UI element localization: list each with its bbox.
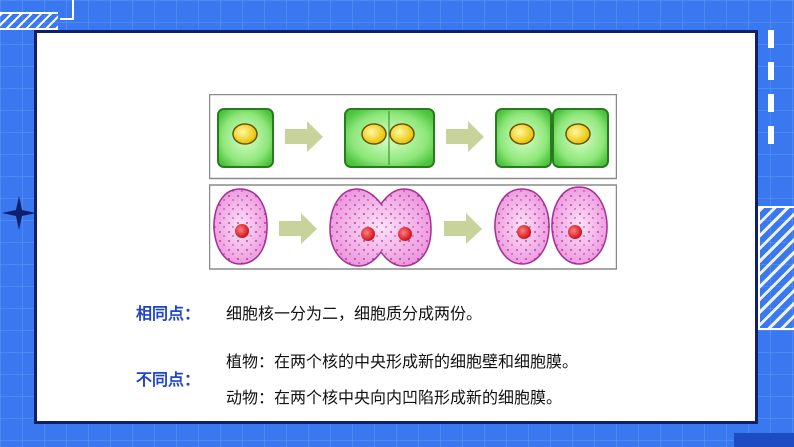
arrow-icon	[285, 121, 323, 152]
decorative-hatched-block	[758, 206, 794, 330]
cell-division-diagram	[209, 94, 617, 270]
plant-cell	[217, 108, 274, 168]
plant-cell-dividing	[344, 108, 435, 168]
arrow-icon	[446, 121, 484, 152]
arrow-icon	[444, 213, 482, 244]
animal-cell-dividing	[329, 188, 432, 267]
decorative-frame	[60, 0, 74, 20]
plant-daughter-cells	[495, 108, 609, 168]
animal-cell	[213, 188, 268, 265]
sparkle-icon	[2, 196, 36, 230]
decorative-stripe	[0, 12, 58, 30]
difference-label: 不同点：	[136, 370, 201, 389]
similarity-label: 相同点：	[136, 304, 201, 323]
animal-daughter-cells	[494, 186, 608, 265]
decorative-strip	[734, 433, 794, 447]
arrow-icon	[279, 213, 317, 244]
difference-plant-text: 植物：在两个核的中央形成新的细胞壁和细胞膜。	[226, 352, 579, 371]
difference-animal-text: 动物：在两个核中央向内凹陷形成新的细胞膜。	[226, 388, 563, 407]
cell-division-figure	[209, 94, 617, 270]
similarity-text: 细胞核一分为二，细胞质分成两份。	[226, 304, 483, 323]
decorative-dashes	[768, 30, 774, 150]
